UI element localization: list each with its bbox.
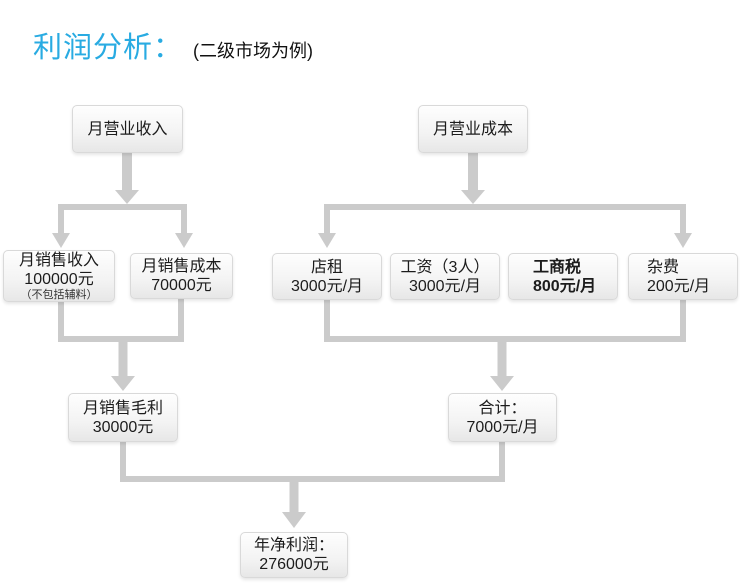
node-value: 3000元/月 <box>408 277 482 295</box>
flow-node-gross-profit: 月销售毛利 30000元 <box>68 393 178 442</box>
node-label: 工资（3人） <box>400 258 490 276</box>
node-label: 店租 <box>310 258 343 276</box>
node-value: 70000元 <box>151 277 212 294</box>
connector-left-split <box>52 153 193 248</box>
flow-node-wages: 工资（3人） 3000元/月 <box>390 253 500 300</box>
node-value: 276000元 <box>259 556 329 573</box>
node-label: 合计： <box>478 399 527 417</box>
flow-node-shop-rent: 店租 3000元/月 <box>272 253 382 300</box>
node-label: 工商税 <box>533 258 582 276</box>
flow-node-monthly-cost: 月营业成本 <box>418 105 528 153</box>
node-label: 月销售成本 <box>141 258 222 275</box>
node-value: 100000元 <box>24 270 94 288</box>
title-main-text: 利润分析： <box>33 32 184 64</box>
node-note: （不包括辅料） <box>20 288 98 301</box>
connector-left-merge <box>58 299 184 391</box>
flow-node-business-tax: 工商税 800元/月 <box>508 253 618 300</box>
connector-final-merge <box>120 442 505 528</box>
page-title: 利润分析： (二级市场为例) <box>33 24 313 66</box>
node-value: 7000元/月 <box>466 418 539 436</box>
connector-right-merge <box>324 300 686 391</box>
flow-node-monthly-revenue: 月营业收入 <box>72 105 183 153</box>
flow-node-monthly-sales-income: 月销售收入 100000元 （不包括辅料） <box>3 250 115 302</box>
flow-node-annual-net-profit: 年净利润： 276000元 <box>240 532 348 578</box>
title-sub-text: (二级市场为例) <box>193 41 314 61</box>
node-label: 月营业收入 <box>87 120 168 138</box>
node-value: 30000元 <box>92 418 154 436</box>
node-value: 3000元/月 <box>290 277 364 295</box>
node-label: 年净利润： <box>253 537 334 554</box>
node-label: 月销售收入 <box>18 251 99 269</box>
connector-right-split <box>318 153 692 248</box>
flow-node-monthly-sales-cost: 月销售成本 70000元 <box>130 253 233 299</box>
node-label: 月营业成本 <box>432 120 513 138</box>
node-value: 200元/月 <box>647 277 711 295</box>
node-value: 800元/月 <box>533 277 597 295</box>
flow-node-cost-total: 合计： 7000元/月 <box>448 393 557 442</box>
node-label: 杂费 <box>647 258 680 276</box>
flow-node-misc-fees: 杂费 200元/月 <box>628 253 738 300</box>
node-label: 月销售毛利 <box>82 399 163 417</box>
